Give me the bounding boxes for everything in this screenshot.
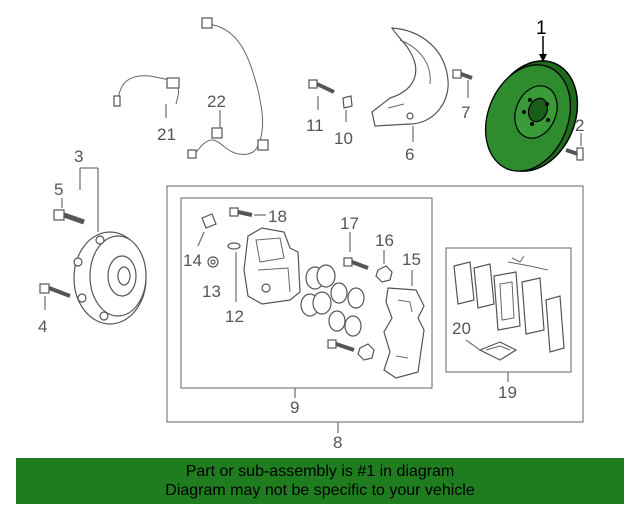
- pad-shim: [478, 341, 518, 361]
- guide-bolt: [229, 207, 253, 217]
- callout-6: 6: [405, 145, 414, 164]
- parts-diagram: 1 2 6 7 11 10 21: [38, 17, 593, 452]
- callout-9: 9: [290, 398, 299, 417]
- hub-bolt: [53, 209, 85, 225]
- washer: [227, 242, 241, 250]
- brake-pads: [453, 255, 565, 353]
- callout-13: 13: [202, 282, 221, 301]
- lower-bolt: [327, 339, 375, 361]
- caliper-nut: [375, 265, 393, 283]
- callout-18: 18: [268, 207, 287, 226]
- callout-16: 16: [375, 231, 394, 250]
- clip: [342, 95, 353, 109]
- callout-8: 8: [333, 433, 342, 452]
- speed-sensor-wire: [113, 75, 180, 107]
- callout-14: 14: [183, 251, 202, 270]
- caliper-body: [243, 227, 301, 305]
- callout-3: 3: [74, 147, 83, 166]
- caliper-assembly-box: [166, 185, 584, 423]
- caliper-bolt: [343, 257, 369, 270]
- callout-2: 2: [575, 116, 584, 135]
- caliper-bracket: [383, 287, 425, 379]
- callout-7: 7: [461, 103, 470, 122]
- wheel-hub: [73, 231, 147, 325]
- callout-20: 20: [452, 319, 471, 338]
- dust-shield: [371, 27, 449, 127]
- bleeder-cap: [201, 213, 217, 229]
- callout-1: 1: [536, 18, 547, 39]
- bleeder-screw: [207, 256, 219, 268]
- callout-17: 17: [340, 214, 359, 233]
- callout-15: 15: [402, 250, 421, 269]
- callout-10: 10: [334, 129, 353, 148]
- callout-19: 19: [498, 383, 517, 402]
- shield-bolt: [452, 69, 473, 80]
- banner-line-1: Part or sub-assembly is #1 in diagram: [185, 463, 455, 480]
- rotor-screw: [565, 147, 584, 161]
- callout-11: 11: [306, 116, 324, 135]
- hub-mount-bolt: [39, 283, 71, 298]
- callout-4: 4: [38, 317, 47, 336]
- info-banner: Part or sub-assembly is #1 in diagram Di…: [16, 458, 624, 504]
- brake-rotor[interactable]: [470, 47, 593, 184]
- caliper-box: [180, 197, 433, 389]
- callout-12: 12: [225, 307, 244, 326]
- caliper-pistons: [300, 264, 365, 337]
- mount-bolt: [308, 79, 335, 94]
- abs-sensor-harness: [187, 17, 269, 159]
- callout-22: 22: [207, 92, 226, 111]
- banner-line-2: Diagram may not be specific to your vehi…: [165, 482, 475, 499]
- callout-5: 5: [54, 180, 63, 199]
- callout-21: 21: [157, 125, 176, 144]
